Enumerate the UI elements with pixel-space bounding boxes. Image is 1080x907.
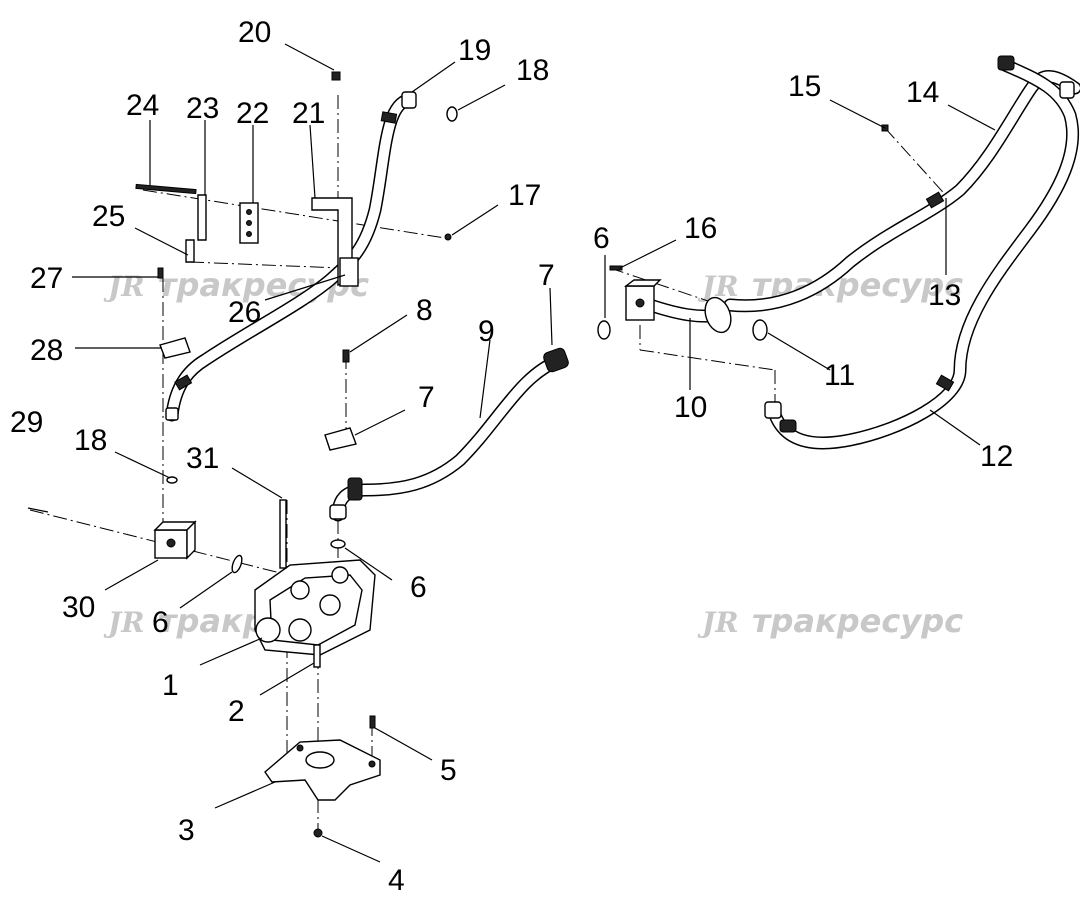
svg-text:JR: JR bbox=[697, 606, 739, 639]
block-30 bbox=[27, 476, 243, 574]
callout-16: 16 bbox=[684, 212, 717, 245]
callout-17: 17 bbox=[508, 179, 541, 212]
callout-7-lower: 7 bbox=[418, 381, 435, 414]
hose-13 bbox=[768, 58, 1080, 450]
callout-24: 24 bbox=[126, 89, 159, 122]
callout-9: 9 bbox=[478, 315, 495, 348]
clamp-28 bbox=[157, 267, 191, 359]
callout-21: 21 bbox=[292, 97, 325, 130]
callout-14: 14 bbox=[906, 76, 939, 109]
hose-14 bbox=[723, 70, 1080, 313]
callout-2: 2 bbox=[228, 695, 245, 728]
callout-3: 3 bbox=[178, 814, 195, 847]
callout-10: 10 bbox=[674, 391, 707, 424]
svg-text:JR: JR bbox=[103, 270, 145, 303]
callout-6-left: 6 bbox=[152, 606, 169, 639]
mounting-plate bbox=[264, 715, 381, 838]
svg-text:JR: JR bbox=[103, 606, 145, 639]
assembly-lines bbox=[29, 95, 951, 830]
callout-13: 13 bbox=[928, 279, 961, 312]
callout-27: 27 bbox=[30, 262, 63, 295]
callout-20: 20 bbox=[238, 16, 271, 49]
callout-25: 25 bbox=[92, 200, 125, 233]
control-valve bbox=[254, 499, 376, 668]
callout-28: 28 bbox=[30, 334, 63, 367]
callout-29: 29 bbox=[10, 406, 43, 439]
callout-1: 1 bbox=[162, 669, 179, 702]
clamp-7 bbox=[324, 349, 357, 451]
callout-5: 5 bbox=[440, 754, 457, 787]
callout-6-right: 6 bbox=[593, 222, 610, 255]
callout-15: 15 bbox=[788, 70, 821, 103]
callout-18-left: 18 bbox=[74, 424, 107, 457]
callout-31: 31 bbox=[186, 442, 219, 475]
callout-26: 26 bbox=[228, 296, 261, 329]
hose-fittings bbox=[165, 55, 1075, 520]
hose-19 bbox=[165, 93, 415, 422]
callout-labels: 1 2 3 4 5 6 6 6 6 7 7 8 9 10 11 12 13 14… bbox=[10, 16, 1013, 897]
callout-6-lower: 6 bbox=[410, 571, 427, 604]
callout-22: 22 bbox=[236, 97, 269, 130]
callout-18-top: 18 bbox=[516, 54, 549, 87]
callout-4: 4 bbox=[388, 864, 405, 897]
callout-7-upper: 7 bbox=[538, 259, 555, 292]
leader-lines bbox=[72, 43, 996, 863]
svg-text:тракресурс: тракресурс bbox=[752, 602, 963, 640]
callout-23: 23 bbox=[186, 92, 219, 125]
bracket-assembly bbox=[135, 71, 452, 287]
callout-8: 8 bbox=[416, 294, 433, 327]
callout-12: 12 bbox=[980, 440, 1013, 473]
watermark-bottom-right: JR тракресурс bbox=[697, 602, 963, 640]
callout-30: 30 bbox=[62, 591, 95, 624]
callout-19: 19 bbox=[458, 34, 491, 67]
hose-9 bbox=[331, 353, 567, 522]
o-rings bbox=[330, 106, 458, 549]
callout-11: 11 bbox=[824, 359, 855, 392]
